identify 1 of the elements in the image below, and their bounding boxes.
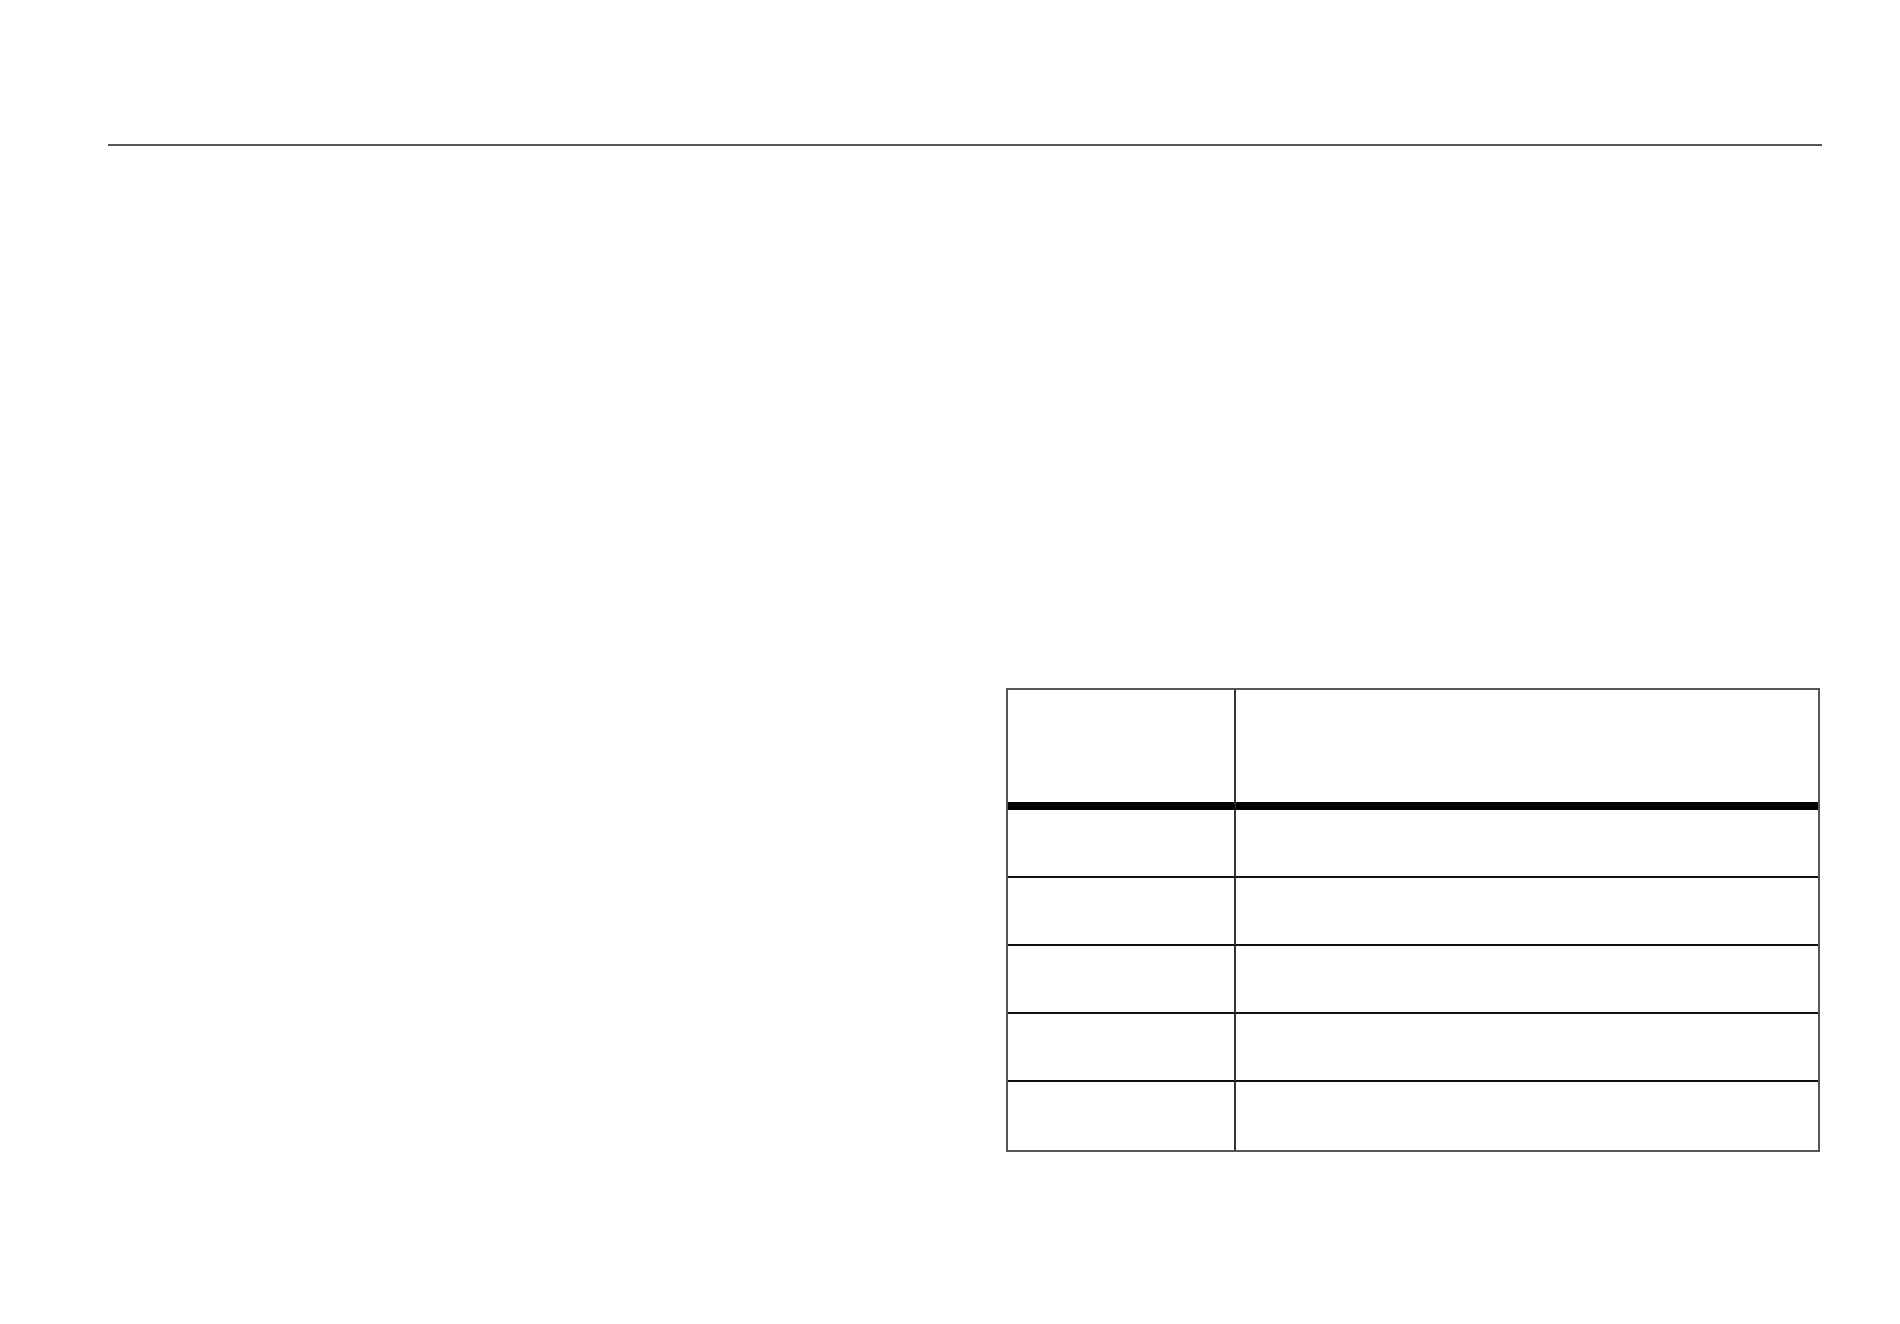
- empty-table: [1006, 688, 1820, 1152]
